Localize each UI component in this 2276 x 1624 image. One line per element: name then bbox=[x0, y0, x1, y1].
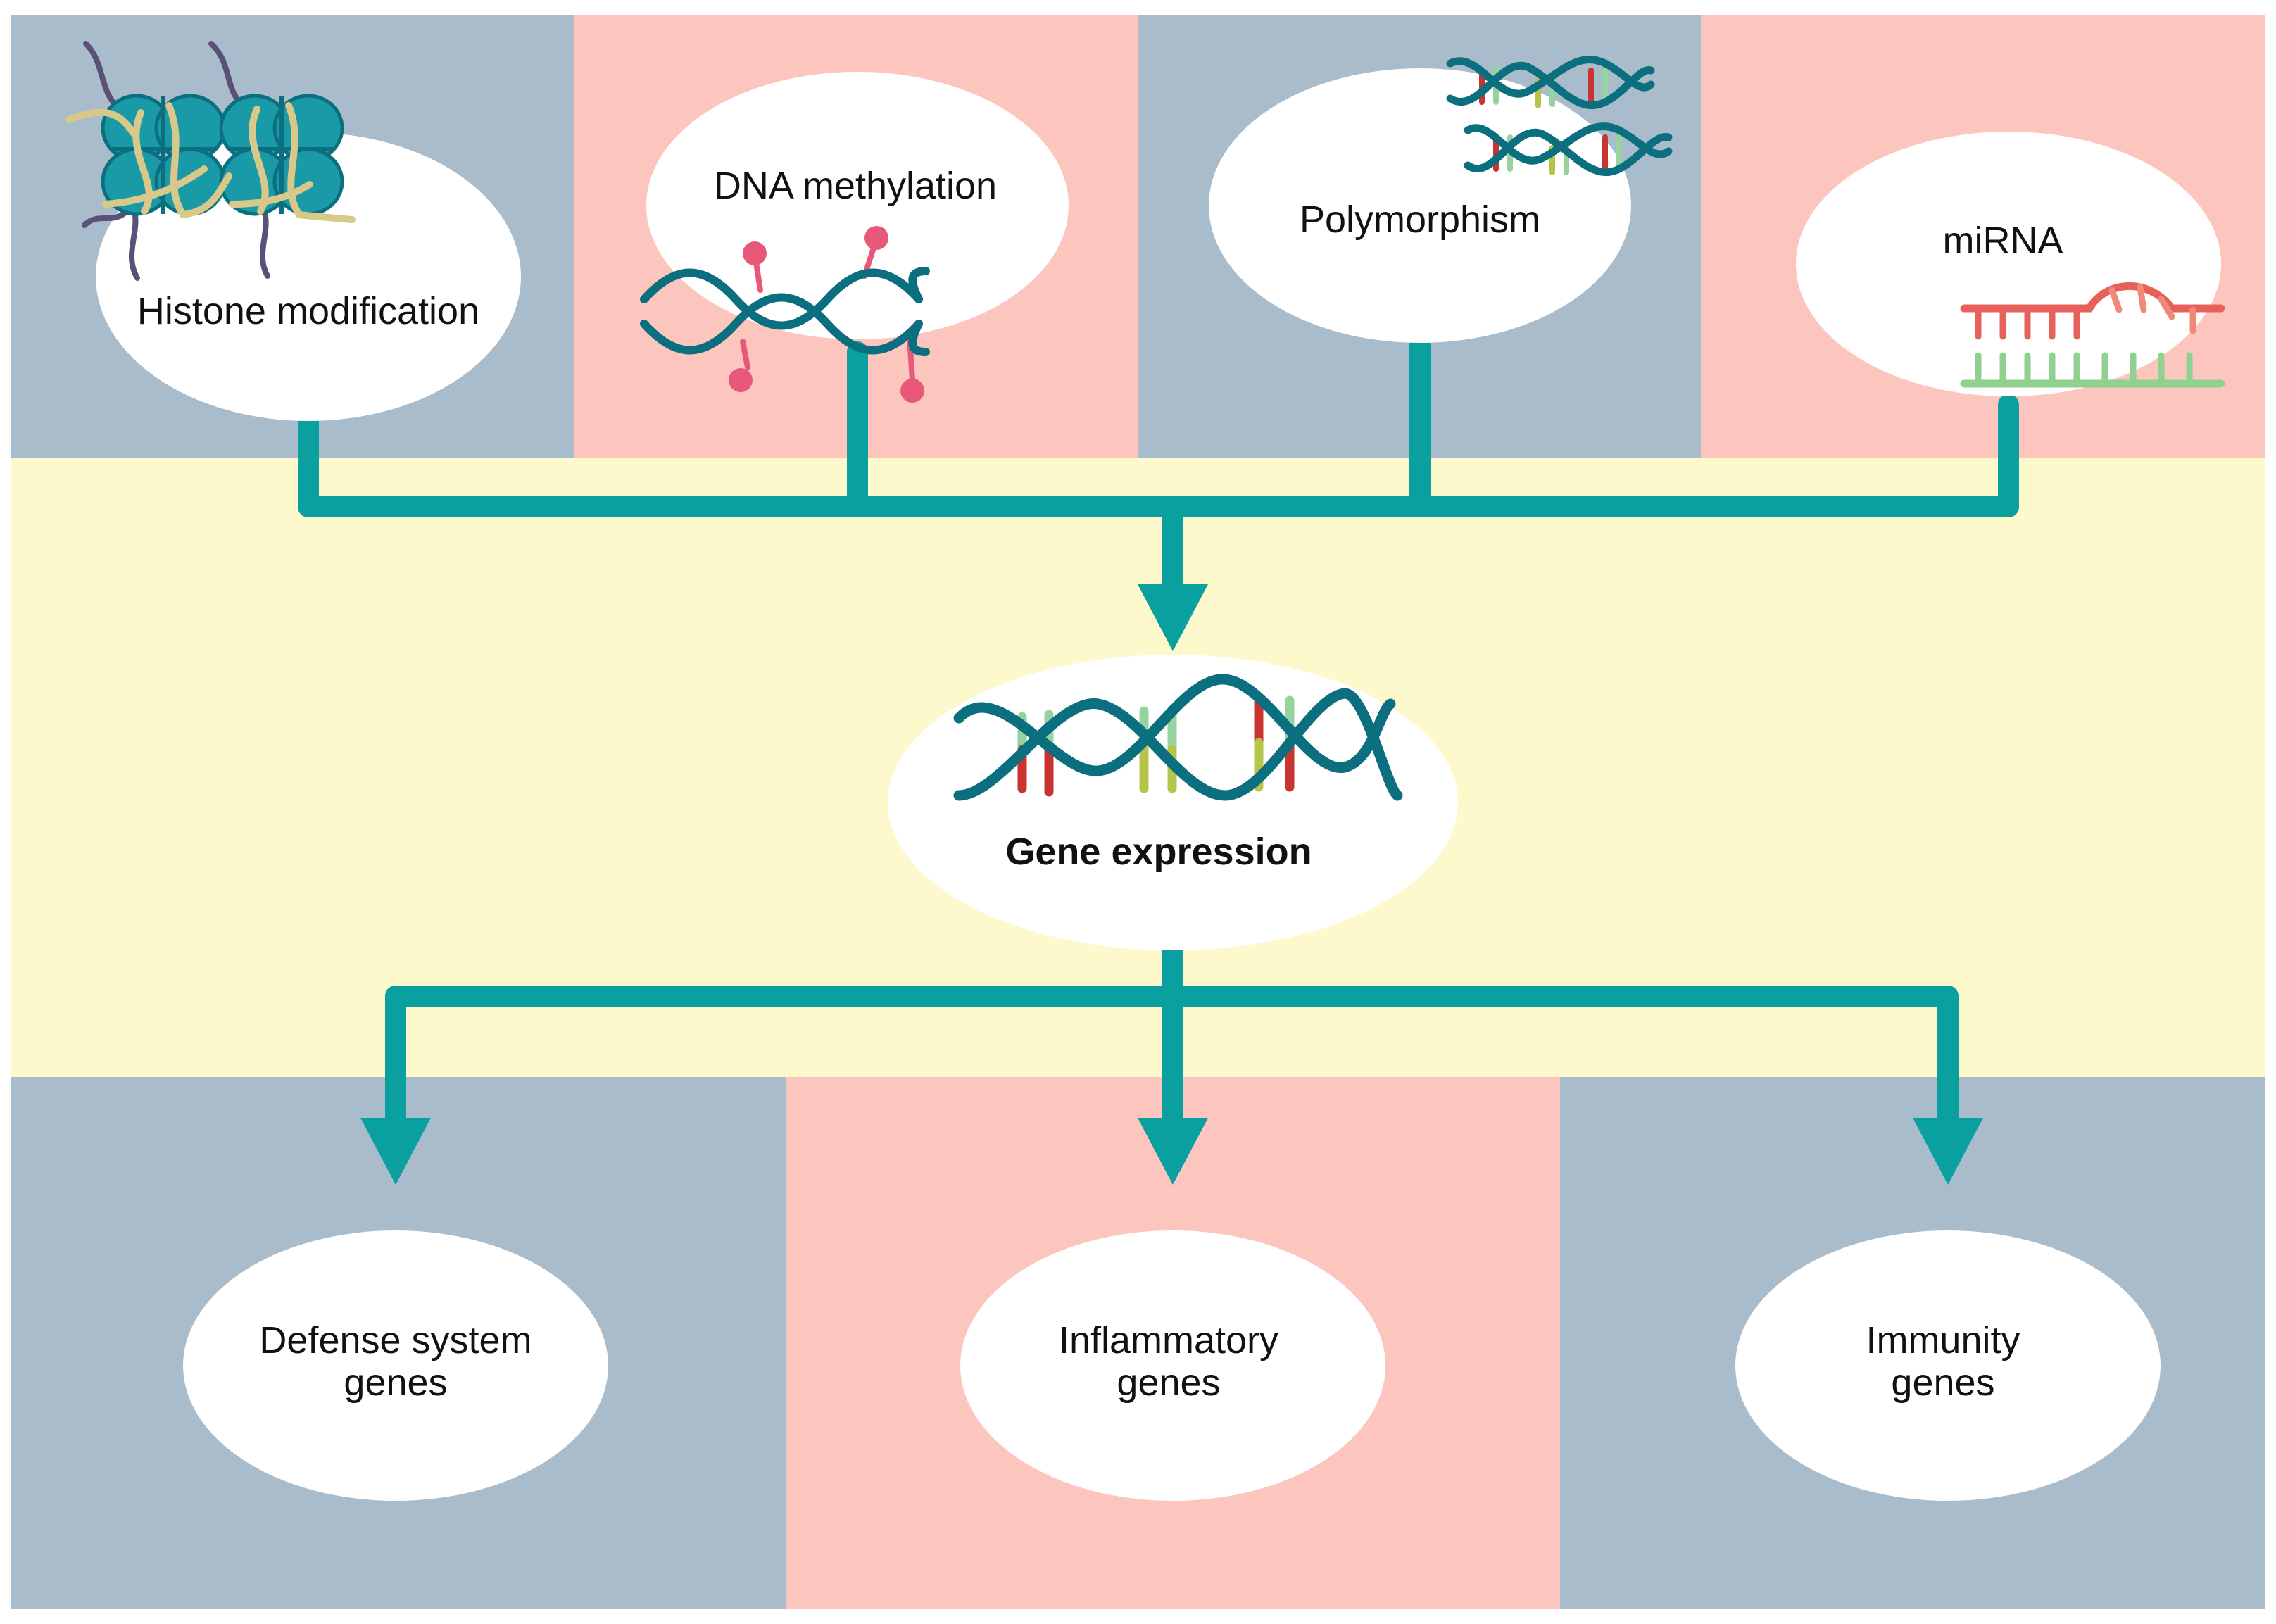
label-mirna: miRNA bbox=[1943, 220, 2063, 262]
methylated-dna-icon bbox=[640, 226, 930, 403]
label-gene-expression: Gene expression bbox=[1005, 831, 1312, 873]
node-labels: Histone modification DNA methylation Pol… bbox=[137, 165, 2063, 1404]
label-immunity-line2: genes bbox=[1891, 1361, 1994, 1404]
histone-icon bbox=[65, 41, 356, 281]
label-immunity-line1: Immunity bbox=[1866, 1319, 2020, 1361]
node-ellipses bbox=[96, 68, 2221, 1501]
mirna-icon bbox=[1960, 282, 2225, 388]
label-inflammatory-line1: Inflammatory bbox=[1059, 1319, 1278, 1361]
arrowheads bbox=[360, 584, 1983, 1185]
node-mirna bbox=[1796, 132, 2221, 396]
label-defense-line1: Defense system bbox=[259, 1319, 532, 1361]
dna-helix-icon bbox=[1446, 56, 1673, 177]
label-polymorphism: Polymorphism bbox=[1300, 199, 1540, 241]
label-histone: Histone modification bbox=[137, 290, 479, 332]
arrowhead-defense bbox=[360, 1118, 431, 1185]
connector-lines bbox=[298, 334, 2019, 1137]
arrowhead-inflammatory bbox=[1138, 1118, 1208, 1185]
arrowhead-immunity bbox=[1913, 1118, 1983, 1185]
node-inflammatory bbox=[960, 1230, 1385, 1501]
label-methylation: DNA methylation bbox=[714, 165, 997, 207]
node-gene-expression bbox=[888, 655, 1458, 950]
node-methylation bbox=[646, 72, 1069, 339]
label-defense-line2: genes bbox=[344, 1361, 447, 1404]
gene-expression-dna-icon bbox=[953, 674, 1403, 801]
node-defense bbox=[183, 1230, 608, 1501]
arrowhead-center bbox=[1138, 584, 1208, 651]
node-immunity bbox=[1735, 1230, 2161, 1501]
label-inflammatory-line2: genes bbox=[1117, 1361, 1220, 1404]
